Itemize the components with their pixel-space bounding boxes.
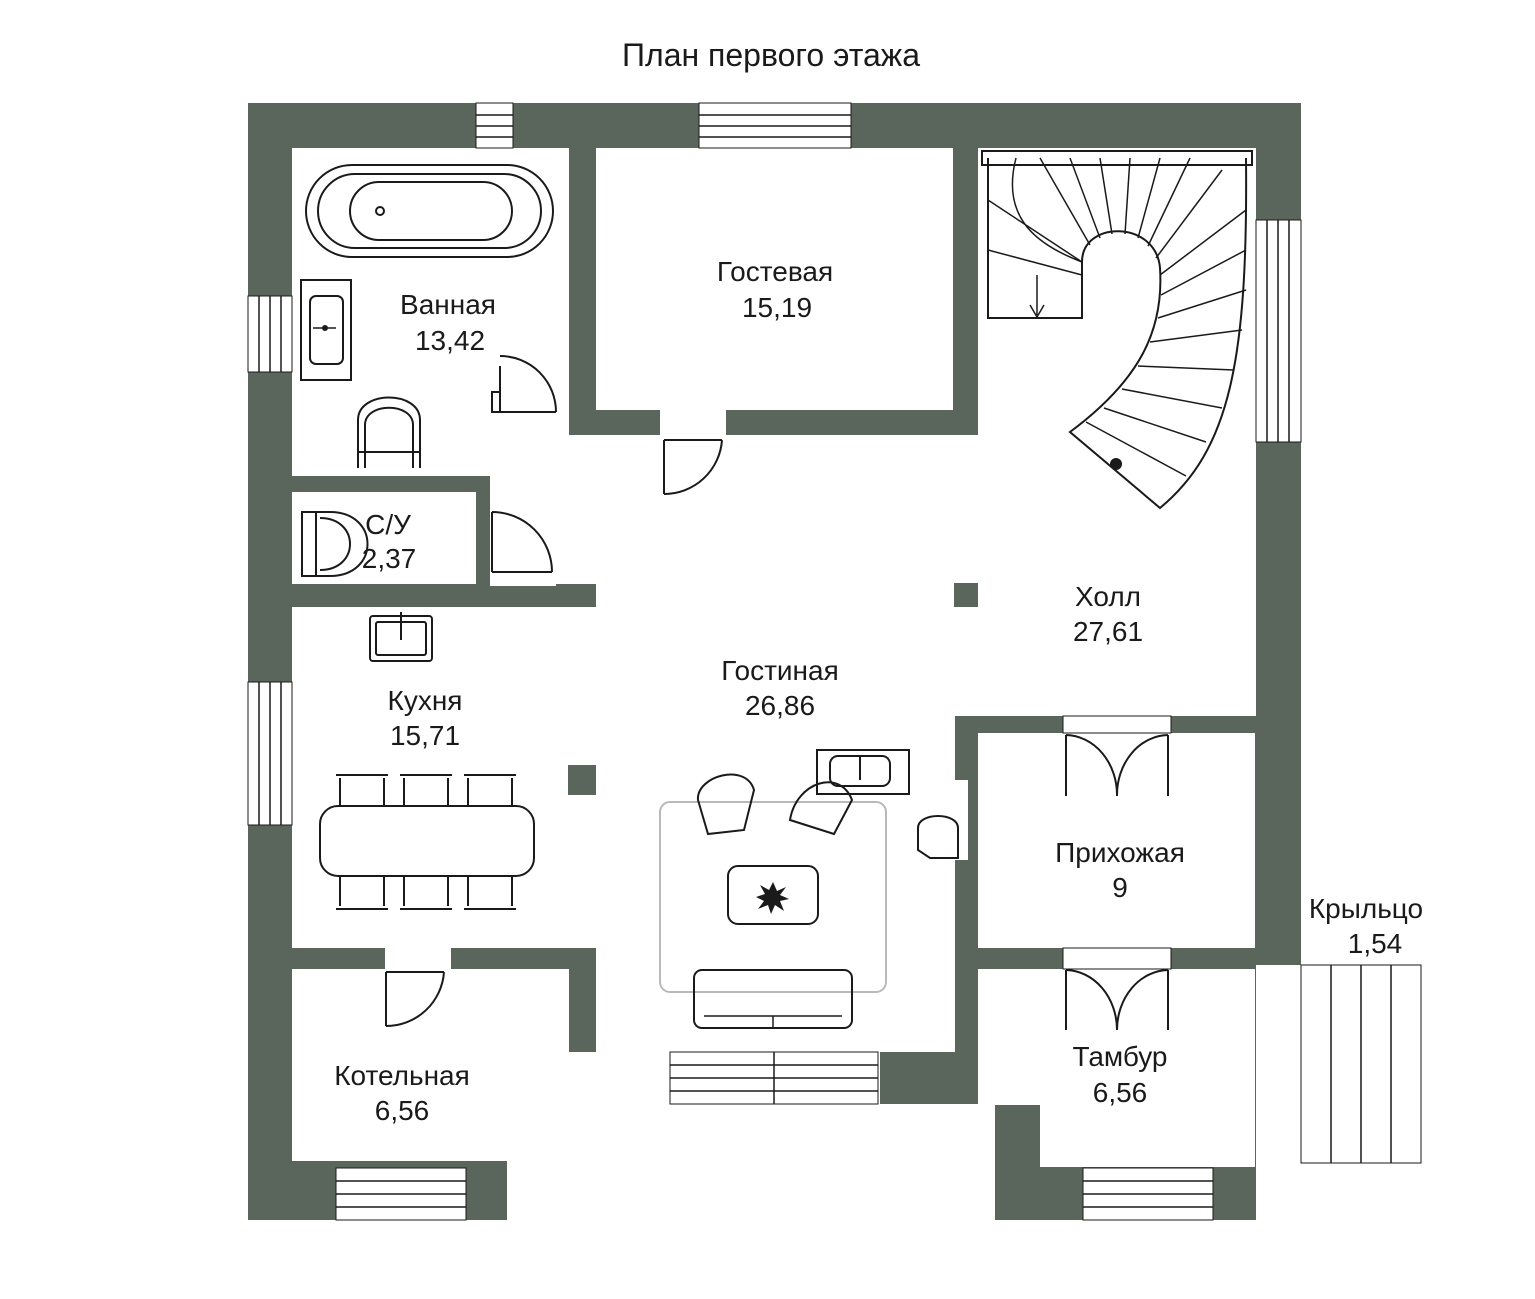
- door-wc: [491, 511, 553, 573]
- room-area: 15,71: [390, 720, 460, 751]
- door-entry-top: [1065, 734, 1169, 797]
- room-name: С/У: [365, 509, 411, 540]
- room-area: 15,19: [742, 292, 812, 323]
- room-floors: [292, 148, 1301, 1167]
- room-area: 27,61: [1073, 616, 1143, 647]
- room-area: 6,56: [375, 1095, 430, 1126]
- window-left-bath: [247, 295, 293, 373]
- room-area: 9: [1112, 872, 1128, 903]
- window-bottom-boiler: [335, 1167, 467, 1221]
- room-entry: Прихожая 9: [1055, 837, 1185, 903]
- room-bath: Ванная 13,42: [400, 289, 496, 356]
- window-bottom-vestibule: [1082, 1167, 1214, 1221]
- room-living: Гостиная 26,86: [721, 655, 839, 721]
- room-kitchen: Кухня 15,71: [388, 685, 463, 751]
- door-boiler: [385, 971, 445, 1028]
- room-name: Гостевая: [717, 256, 833, 287]
- staircase: [981, 150, 1253, 510]
- room-boiler: Котельная 6,56: [334, 1060, 470, 1126]
- room-name: Холл: [1075, 581, 1141, 612]
- door-entry-bottom: [1065, 969, 1169, 1031]
- room-area: 13,42: [415, 325, 485, 356]
- bath-toilet: [357, 396, 421, 468]
- window-top-guest: [698, 102, 852, 149]
- doors: [385, 355, 1169, 1031]
- room-area: 2,37: [362, 543, 417, 574]
- room-hall: Холл 27,61: [1073, 581, 1143, 647]
- dining-chairs: [336, 774, 516, 910]
- door-guest: [663, 439, 723, 496]
- column-kitchen: [568, 765, 596, 795]
- column-hall: [954, 583, 978, 607]
- window-bottom-living: [669, 1051, 879, 1105]
- room-name: Тамбур: [1072, 1041, 1167, 1072]
- bathtub: [305, 164, 554, 258]
- windows: [247, 102, 1302, 1221]
- room-name: Котельная: [334, 1060, 470, 1091]
- room-name: Кухня: [388, 685, 463, 716]
- porch-steps: [1300, 964, 1422, 1164]
- bath-sink: [300, 279, 352, 381]
- room-name: Прихожая: [1055, 837, 1185, 868]
- room-area: 1,54: [1348, 928, 1403, 959]
- coffee-table: [727, 865, 819, 925]
- window-top-bath: [475, 102, 514, 149]
- armchairs: [696, 773, 959, 859]
- dining-table: [319, 774, 535, 910]
- door-bath: [491, 355, 557, 413]
- room-area: 26,86: [745, 690, 815, 721]
- room-area: 6,56: [1093, 1077, 1148, 1108]
- room-porch: Крыльцо 1,54: [1309, 893, 1423, 959]
- room-name: Ванная: [400, 289, 496, 320]
- console-sink: [816, 749, 910, 795]
- plan-title: План первого этажа: [622, 37, 920, 73]
- window-left-kitchen: [247, 681, 293, 826]
- room-name: Крыльцо: [1309, 893, 1423, 924]
- window-right-hall: [1255, 219, 1302, 443]
- room-labels: Ванная 13,42 Гостевая 15,19 С/У 2,37 Хол…: [334, 256, 1423, 1126]
- kitchen-sink: [369, 612, 433, 662]
- room-vestibule: Тамбур 6,56: [1072, 1041, 1167, 1108]
- sofa: [693, 969, 853, 1029]
- room-guest: Гостевая 15,19: [717, 256, 833, 323]
- room-wc: С/У 2,37: [362, 509, 417, 574]
- wc-toilet: [301, 511, 369, 577]
- living-rug: [659, 801, 887, 993]
- room-name: Гостиная: [721, 655, 839, 686]
